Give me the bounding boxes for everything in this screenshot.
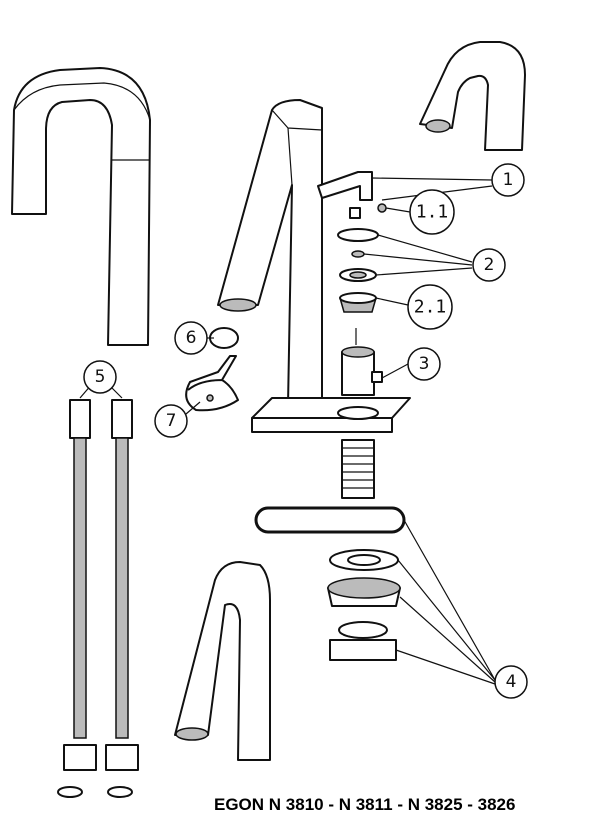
lever-handle <box>317 171 387 219</box>
spout-lower <box>174 561 271 761</box>
callout-label: 2.1 <box>414 297 447 318</box>
flexible-hoses <box>57 399 139 798</box>
callout-2-1: 2.1 <box>407 284 453 330</box>
callout-6: 6 <box>174 321 208 355</box>
callout-label: 4 <box>506 672 517 692</box>
cartridge-parts <box>337 228 383 396</box>
faucet-body <box>217 99 411 499</box>
spout-small <box>419 41 526 151</box>
spout-large-arched <box>11 67 151 346</box>
callout-5: 5 <box>83 360 117 394</box>
aerator-and-key <box>185 327 239 412</box>
leader-lines <box>79 177 496 685</box>
callout-1-1: 1.1 <box>409 189 455 235</box>
callout-label: 5 <box>95 367 106 387</box>
model-title: EGON N 3810 - N 3811 - N 3825 - 3826 <box>214 795 516 814</box>
callout-label: 2 <box>484 255 495 275</box>
callout-3: 3 <box>407 347 441 381</box>
callout-label: 3 <box>419 354 430 374</box>
callout-label: 1 <box>503 170 514 190</box>
callout-7: 7 <box>154 404 188 438</box>
mounting-parts <box>254 506 406 661</box>
callout-label: 6 <box>186 328 197 348</box>
callout-label: 1.1 <box>416 202 449 223</box>
callout-label: 7 <box>166 411 177 431</box>
callout-4: 4 <box>494 665 528 699</box>
callout-2: 2 <box>472 248 506 282</box>
callout-1: 1 <box>491 163 525 197</box>
